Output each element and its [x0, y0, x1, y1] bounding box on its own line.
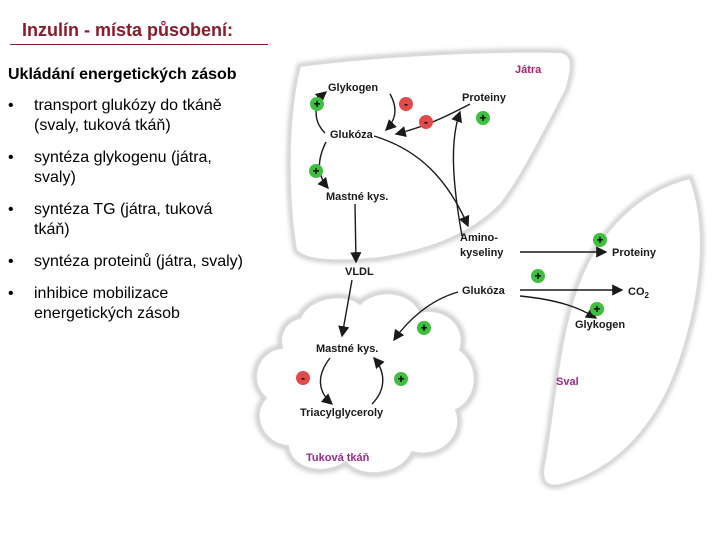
page-title: Inzulín - místa působení: — [22, 20, 233, 40]
minus-marker: - — [419, 115, 433, 129]
svg-text:+: + — [312, 164, 319, 178]
svg-text:+: + — [479, 111, 486, 125]
svg-text:+: + — [534, 269, 541, 283]
arrow-glucose-to-amino — [373, 135, 470, 228]
vldl-label: VLDL — [345, 266, 374, 278]
liver-glycogen-label: Glykogen — [328, 82, 378, 94]
adipose-fatty-acids-label: Mastné kys. — [316, 343, 378, 355]
arrow-fatty-acids-to-vldl — [350, 203, 362, 264]
svg-text:-: - — [404, 97, 408, 111]
svg-text:+: + — [397, 372, 404, 386]
plus-marker: + — [417, 321, 431, 335]
arrow-vldl-to-adipose — [338, 279, 353, 338]
adipose-label: Tuková tkáň — [306, 452, 370, 464]
amino-acids-label-2: kyseliny — [460, 247, 504, 259]
co2-label: CO2 — [628, 286, 650, 300]
muscle-proteins-label: Proteiny — [612, 247, 657, 259]
regulation-markers: + - - + + + + + + - + — [296, 97, 607, 386]
svg-text:+: + — [593, 302, 600, 316]
plus-marker: + — [394, 372, 408, 386]
liver-label: Játra — [515, 64, 542, 76]
arrow-tag-to-fatty-acids — [371, 356, 385, 405]
liver-fatty-acids-label: Mastné kys. — [326, 191, 388, 203]
amino-acids-label-1: Amino- — [460, 232, 498, 244]
plus-marker: + — [476, 111, 490, 125]
plus-marker: + — [310, 97, 324, 111]
minus-marker: - — [296, 371, 310, 385]
arrow-glycogen-to-glucose — [385, 93, 397, 131]
muscle-glycogen-label: Glykogen — [575, 319, 625, 331]
svg-text:+: + — [596, 233, 603, 247]
plus-marker: + — [531, 269, 545, 283]
svg-text:+: + — [420, 321, 427, 335]
arrow-glucose-to-glycogen — [314, 91, 328, 134]
liver-proteins-label: Proteiny — [462, 92, 507, 104]
bullet-item: transport glukózy do tkáně(svaly, tuková… — [6, 96, 276, 136]
title-underline — [10, 44, 268, 45]
minus-marker: - — [399, 97, 413, 111]
muscle-organ — [540, 174, 704, 489]
triacylglycerols-label: Triacylglyceroly — [300, 407, 384, 419]
bullet-item: syntéza glykogenu (játra,svaly) — [6, 148, 276, 188]
arrow-fatty-acids-to-tag — [319, 357, 334, 405]
svg-text:-: - — [424, 115, 428, 129]
plus-marker: + — [590, 302, 604, 316]
section-subtitle: Ukládání energetických zásob — [8, 66, 237, 83]
svg-text:-: - — [301, 371, 305, 385]
muscle-label: Sval — [556, 376, 579, 388]
blood-glucose-label: Glukóza — [462, 285, 506, 297]
arrow-blood-glucose-to-adipose — [393, 291, 459, 342]
liver-organ — [286, 48, 574, 264]
plus-marker: + — [593, 233, 607, 247]
svg-text:+: + — [313, 97, 320, 111]
liver-glucose-label: Glukóza — [330, 129, 374, 141]
arrow-glucose-to-muscle-glycogen — [519, 295, 598, 319]
plus-marker: + — [309, 164, 323, 178]
adipose-organ — [252, 289, 478, 477]
bullet-list: transport glukózy do tkáně(svaly, tuková… — [6, 96, 276, 336]
bullet-item: syntéza proteinů (játra, svaly) — [6, 252, 276, 272]
